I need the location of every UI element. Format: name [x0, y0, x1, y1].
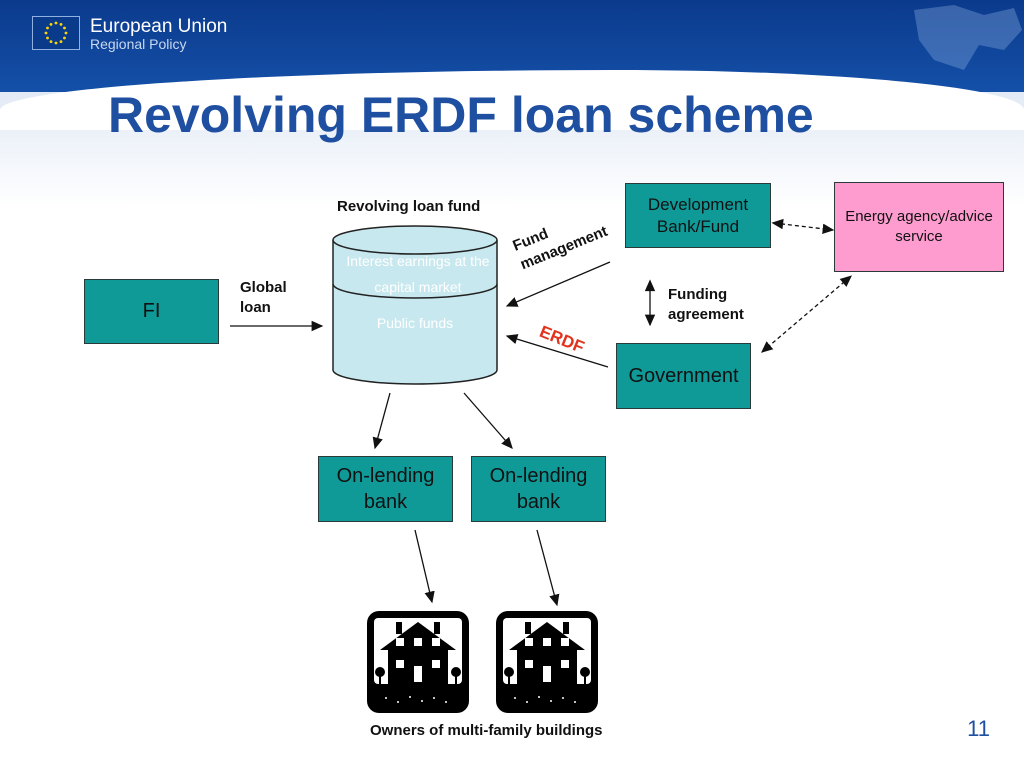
eu-flag-icon: [32, 16, 80, 50]
devbank-energy-arrow: [771, 218, 835, 234]
energy-agency-box: Energy agency/advice service: [834, 182, 1004, 272]
bank1-to-owners-arrow: [414, 529, 435, 604]
revolving-fund-cylinder: [332, 225, 498, 385]
fund-to-bank1-arrow: [372, 392, 391, 450]
fi-box: FI: [84, 279, 219, 344]
fund-management-arrow: [505, 261, 611, 307]
funding-agreement-label: Funding agreement: [668, 286, 744, 323]
fund-label: Revolving loan fund: [337, 198, 481, 215]
on-lending-bank-1: On-lending bank: [318, 456, 453, 522]
house-icon: [366, 610, 470, 719]
fund-bottom-text: Public funds: [376, 315, 454, 331]
bank2-to-owners-arrow: [536, 529, 560, 607]
development-bank-box: Development Bank/Fund: [625, 183, 771, 248]
org-subtitle: Regional Policy: [90, 36, 187, 52]
slide-title: Revolving ERDF loan scheme: [108, 87, 814, 143]
fund-to-bank2-arrow: [463, 392, 513, 449]
government-box: Government: [616, 343, 751, 409]
global-loan-label: Global loan: [240, 279, 287, 316]
page-number: 11: [967, 716, 990, 741]
europe-map-decoration: [914, 5, 1022, 70]
owners-label: Owners of multi-family buildings: [370, 722, 603, 739]
org-name: European Union: [90, 16, 228, 37]
on-lending-bank-2: On-lending bank: [471, 456, 606, 522]
energy-government-arrow: [761, 275, 852, 353]
erdf-arrow: [505, 334, 609, 368]
house-icon: [495, 610, 599, 719]
fund-top-text: Interest earnings at the capital market: [346, 253, 490, 295]
header-band: [0, 0, 1024, 130]
